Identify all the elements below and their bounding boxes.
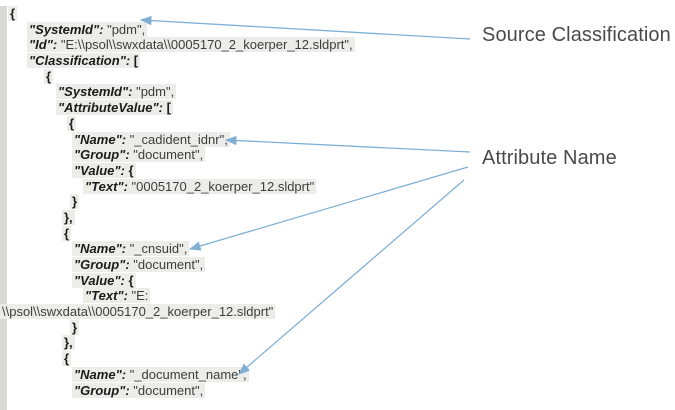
code-line: "Value": { xyxy=(72,162,136,178)
code-line: } xyxy=(70,319,80,335)
code-line: \\psol\\swxdata\\0005170_2_koerper_12.sl… xyxy=(0,304,276,320)
code-line: { xyxy=(8,6,18,21)
code-line: "Classification": [ xyxy=(27,53,141,69)
code-line: "SystemId": "pdm", xyxy=(27,21,148,37)
code-line: "Group": "document", xyxy=(72,257,206,272)
code-line: { xyxy=(62,351,72,367)
code-line: "Group": "document", xyxy=(72,382,206,398)
code-line: "Value": { xyxy=(72,272,136,288)
code-line: } xyxy=(70,194,80,210)
code-line: { xyxy=(67,115,77,131)
code-line: "Text": "E: xyxy=(83,288,151,304)
code-line: "Group": "document", xyxy=(72,147,206,163)
code-line: { xyxy=(62,225,72,241)
code-line: "SystemId": "pdm", xyxy=(56,84,177,100)
code-line: "Text": "0005170_2_koerper_12.sldprt" xyxy=(83,178,317,194)
code-line: }, xyxy=(62,209,75,225)
left-gutter-bar xyxy=(0,6,7,410)
code-line: { xyxy=(44,68,54,84)
code-line: "Name": "_cadident_idnr", xyxy=(72,131,230,147)
annotation-label-source-classification: Source Classification xyxy=(482,24,671,46)
code-line: "AttributeValue": [ xyxy=(56,100,173,116)
annotation-label-attribute-name: Attribute Name xyxy=(482,147,617,169)
code-line: }, xyxy=(62,335,75,351)
code-line: "Id": "E:\\psol\\swxdata\\0005170_2_koer… xyxy=(27,37,355,53)
code-line: "Name": "_cnsuid", xyxy=(72,241,190,257)
code-block: {"SystemId": "pdm","Id": "E:\\psol\\swxd… xyxy=(0,6,470,398)
code-line: "Name": "_document_name", xyxy=(72,366,249,382)
